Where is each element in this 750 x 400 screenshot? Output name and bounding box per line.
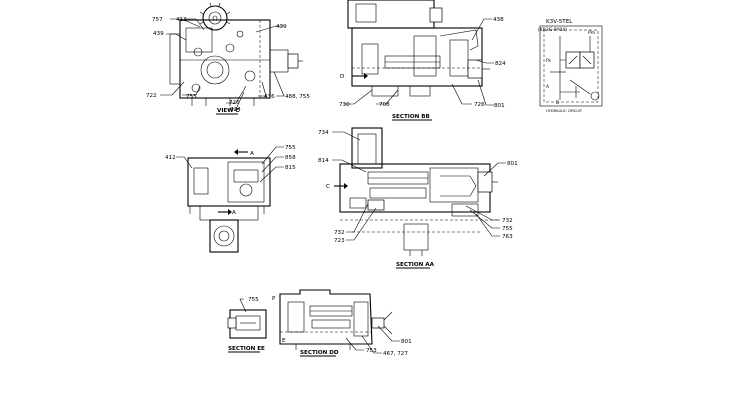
section-bb-caption: SECTION BB [392,114,430,120]
mid-label-a2: A [232,210,236,216]
view-c-label-413: 413 [176,17,187,23]
section-dd-label-801: 801 [401,339,412,345]
section-aa-label-732a: 732 [502,218,513,224]
view-c-drawing [160,2,303,115]
schematic-ps: Ps [546,58,552,64]
section-aa-caption: SECTION AA [396,262,435,268]
view-c-label-439b: 439 [276,24,287,30]
schematic-title: K3V-5TEL [546,19,573,25]
view-c-label-724: 724 [230,107,241,113]
section-bb-label-726: 726 [474,102,485,108]
view-c-label-722: 722 [146,93,157,99]
section-bb-label-438: 438 [493,17,504,23]
section-aa-label-723: 723 [334,238,345,244]
schematic-subtitle: (KR3G-9Y04) [538,27,567,33]
section-dd-label-753: 753 [366,348,377,354]
schematic-a: A [546,84,550,90]
section-bb-label-730: 730 [339,102,350,108]
view-c-label-725: 725 [229,100,240,106]
section-ee-label-755: 755 [248,297,259,303]
view-c-caption: VIEW C [217,108,239,114]
schematic-b: B [556,100,559,106]
section-dd-drawing [279,289,400,357]
section-bb-label-d: D [340,74,344,80]
section-ee-caption: SECTION EE [228,346,265,352]
schematic-pm: Pm [588,30,595,36]
mid-label-815: 815 [285,165,296,171]
view-c-label-757: 757 [152,17,163,23]
view-c-label-755: 755 [186,94,197,100]
section-aa-label-732b: 732 [334,230,345,236]
section-aa-label-c: C [326,184,330,190]
section-aa-label-763: 763 [502,234,513,240]
section-ee-drawing [227,298,267,353]
section-aa-drawing [332,127,506,269]
section-aa-label-814: 814 [318,158,329,164]
view-c-label-488: 488, 755 [285,94,310,100]
mid-label-755: 755 [285,145,296,151]
view-c-label-436: 436 [264,94,275,100]
hydraulic-schematic [539,25,603,107]
mid-label-a1: A [250,151,254,157]
section-aa-label-734: 734 [318,130,329,136]
section-bb-label-824: 824 [495,61,506,67]
section-dd-label-p: P [272,296,276,302]
section-bb-label-801: 801 [494,103,505,109]
middle-left-view-drawing [176,146,284,253]
mid-label-412: 412 [165,155,176,161]
section-dd-label-467-727: 467, 727 [383,351,408,357]
section-aa-label-801: 801 [507,161,518,167]
section-aa-label-755: 755 [502,226,513,232]
section-bb-label-708: 708 [379,102,390,108]
section-bb-drawing [344,0,494,121]
mid-label-858: 858 [285,155,296,161]
view-c-label-439a: 439 [153,31,164,37]
schematic-footer: HYDRAULIC CIRCUIT [546,109,583,113]
section-dd-caption: SECTION DD [300,350,339,356]
section-dd-label-e: E [282,338,286,344]
